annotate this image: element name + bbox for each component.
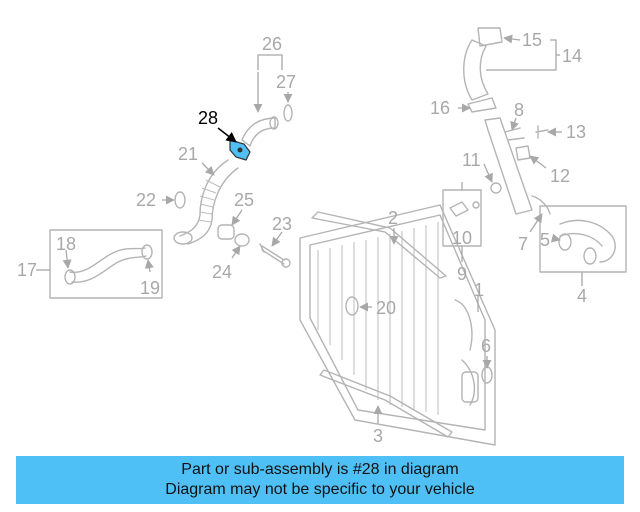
seal-bottom	[319, 369, 453, 438]
callout-24: 24	[212, 262, 232, 282]
callout-6: 6	[481, 336, 491, 356]
callout-8: 8	[514, 100, 524, 120]
callout-25: 25	[234, 190, 254, 210]
callout-10: 10	[452, 228, 472, 248]
callout-27: 27	[276, 72, 296, 92]
callout-23: 23	[272, 214, 292, 234]
callout-1: 1	[474, 280, 484, 300]
callout-26: 26	[262, 34, 282, 54]
callout-28: 28	[198, 108, 218, 128]
callout-14: 14	[562, 46, 582, 66]
intercooler	[299, 204, 496, 446]
callout-18: 18	[56, 234, 76, 254]
callout-5: 5	[540, 230, 550, 250]
callout-11: 11	[462, 150, 481, 170]
banner-line-2: Diagram may not be specific to your vehi…	[165, 481, 475, 498]
hose-21	[173, 159, 239, 245]
callout-16: 16	[430, 98, 450, 118]
info-banner: Part or sub-assembly is #28 in diagram D…	[16, 456, 624, 504]
clamp-27	[283, 104, 293, 122]
callout-9: 9	[457, 264, 467, 284]
bracket-28	[229, 139, 251, 161]
seal-top	[311, 211, 447, 279]
callout-22: 22	[136, 190, 156, 210]
banner-line-1: Part or sub-assembly is #28 in diagram	[181, 461, 459, 478]
callout-15: 15	[522, 30, 542, 50]
hose-26	[241, 117, 276, 147]
callout-2: 2	[388, 208, 398, 228]
callout-19: 19	[140, 278, 160, 298]
callout-12: 12	[550, 166, 570, 186]
callout-3: 3	[373, 426, 383, 446]
callout-4: 4	[577, 286, 587, 306]
callout-20: 20	[376, 298, 396, 318]
callout-21: 21	[178, 144, 198, 164]
callout-7: 7	[518, 234, 528, 254]
callout-13: 13	[566, 122, 586, 142]
parts-diagram: 1 2 3 4 5 6 7 8 9 10 11 12 13 14 15 16 1…	[17, 27, 627, 446]
callout-17: 17	[17, 260, 37, 280]
